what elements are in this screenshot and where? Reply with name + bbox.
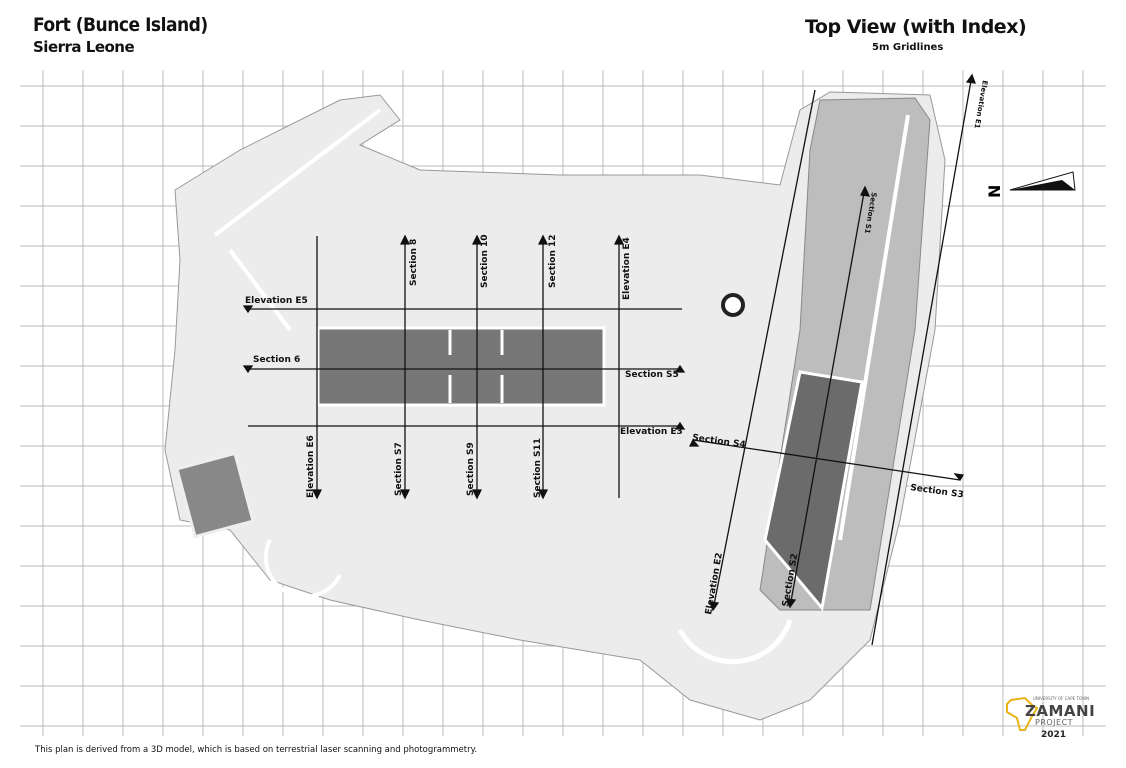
label-elevation-e3: Elevation E3 bbox=[620, 427, 683, 437]
logo-university: UNIVERSITY OF CAPE TOWN bbox=[1033, 696, 1090, 701]
logo-year: 2021 bbox=[1041, 730, 1067, 740]
label-section-10: Section 10 bbox=[480, 234, 490, 288]
footer-note: This plan is derived from a 3D model, wh… bbox=[35, 745, 478, 755]
label-section-s7: Section S7 bbox=[394, 442, 404, 496]
label-elevation-e5: Elevation E5 bbox=[245, 296, 308, 306]
label-elevation-e4: Elevation E4 bbox=[622, 237, 632, 300]
label-section-12: Section 12 bbox=[548, 234, 558, 288]
label-elevation-e6: Elevation E6 bbox=[306, 435, 316, 498]
logo-name: ZAMANI bbox=[1025, 702, 1096, 720]
drawing-title: Fort (Bunce Island) bbox=[33, 14, 208, 36]
label-section-s11: Section S11 bbox=[533, 438, 543, 498]
elevation-e1-line bbox=[871, 74, 973, 646]
scan-footprint bbox=[164, 91, 946, 721]
africa-icon bbox=[1006, 696, 1039, 731]
view-title: Top View (with Index) bbox=[805, 16, 1027, 38]
north-arrow-icon: N bbox=[985, 171, 1076, 198]
east-building bbox=[763, 370, 864, 612]
drawing-subtitle: Sierra Leone bbox=[33, 38, 135, 56]
label-section-s5: Section S5 bbox=[625, 370, 679, 380]
label-section-s9: Section S9 bbox=[466, 442, 476, 496]
logo-project: PROJECT bbox=[1035, 718, 1074, 727]
north-label: N bbox=[985, 185, 1004, 198]
label-elevation-e1: Elevation E1 bbox=[973, 80, 989, 130]
section-s1-line bbox=[789, 186, 866, 608]
label-section-8: Section 8 bbox=[409, 239, 419, 286]
fort-building bbox=[316, 326, 606, 407]
section-s3-line bbox=[692, 439, 961, 481]
grid-note: 5m Gridlines bbox=[872, 42, 944, 53]
elevation-e2-line bbox=[712, 89, 816, 611]
label-section-6: Section 6 bbox=[253, 355, 300, 365]
zamani-logo: UNIVERSITY OF CAPE TOWN ZAMANI PROJECT 2… bbox=[1003, 690, 1096, 746]
